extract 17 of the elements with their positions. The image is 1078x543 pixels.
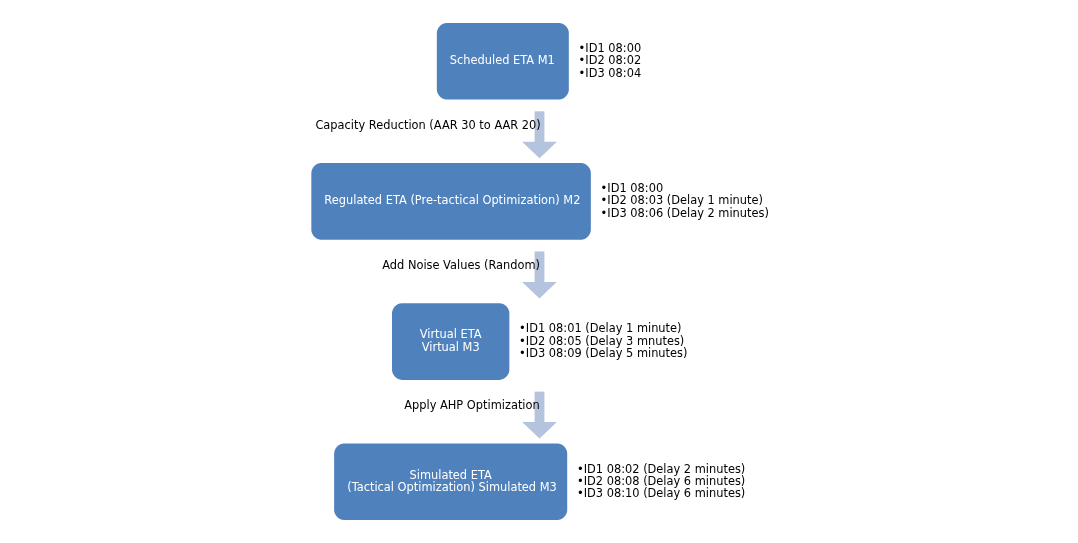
node-box: Simulated ETA (Tactical Optimization) Simulated M3 <box>333 443 567 521</box>
node-label: •ID1 08:00 <box>578 41 641 56</box>
edge-label: Apply AHP Optimization <box>403 397 540 412</box>
node-label: •ID1 08:00 <box>600 181 663 196</box>
edge-label: Add Noise Values (Random) <box>381 257 540 272</box>
node-label: •ID3 08:04 <box>578 65 641 80</box>
edge-label: Capacity Reduction (AAR 30 to AAR 20) <box>314 117 541 132</box>
node-label: •ID1 08:02 (Delay 2 minutes) <box>576 461 745 476</box>
arrow <box>521 391 557 439</box>
node-box: Regulated ETA (Pre-tactical Optimization) M2 <box>310 163 591 240</box>
arrow <box>521 111 557 159</box>
node-label: •ID1 08:01 (Delay 1 minute) <box>518 321 682 336</box>
node-box: Virtual ETA Virtual M3 <box>391 303 509 380</box>
node-label: •ID2 08:03 (Delay 1 minute) <box>600 193 763 208</box>
node-box: Scheduled ETA M1 <box>436 22 569 100</box>
node-label: •ID2 08:02 <box>578 53 641 68</box>
arrow <box>521 251 557 299</box>
